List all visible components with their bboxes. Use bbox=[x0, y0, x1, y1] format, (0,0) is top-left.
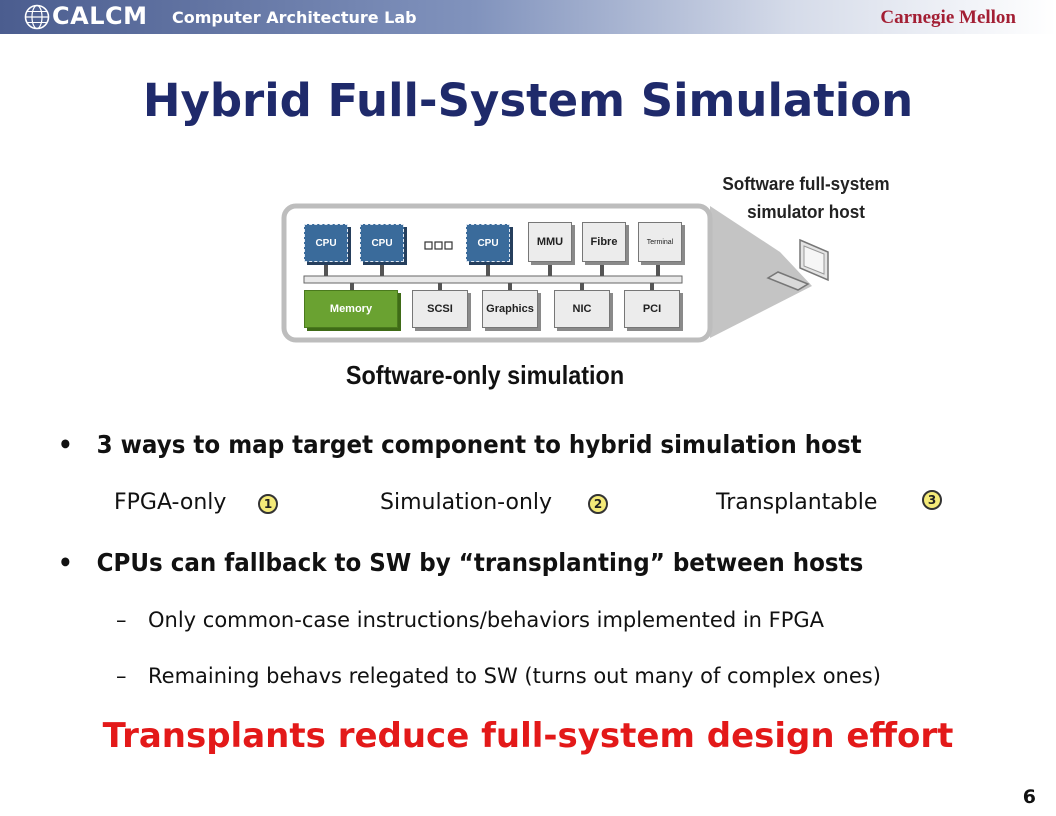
globe-icon bbox=[24, 4, 50, 30]
mode-fpga-only: FPGA-only bbox=[114, 490, 227, 515]
bullet-text: CPUs can fallback to SW by “transplantin… bbox=[96, 548, 864, 577]
bullet-text: 3 ways to map target component to hybrid… bbox=[96, 430, 862, 459]
lab-name: Computer Architecture Lab bbox=[172, 8, 417, 27]
university-logo: Carnegie Mellon bbox=[880, 7, 1016, 28]
nic-box: NIC bbox=[554, 290, 610, 328]
memory-box: Memory bbox=[304, 290, 398, 328]
diagram-caption: Software-only simulation bbox=[345, 360, 625, 390]
system-bus bbox=[303, 275, 683, 284]
sub-bullet-text: Remaining behavs relegated to SW (turns … bbox=[148, 664, 881, 688]
terminal-box: Terminal bbox=[638, 222, 682, 262]
top-connectors bbox=[324, 264, 660, 276]
graphics-box: Graphics bbox=[482, 290, 538, 328]
computer-icon bbox=[766, 238, 829, 291]
conclusion-text: Transplants reduce full-system design ef… bbox=[102, 716, 954, 756]
host-label: Software full-system simulator host bbox=[692, 170, 920, 226]
fibre-box: Fibre bbox=[582, 222, 626, 262]
host-label-line-1: Software full-system bbox=[722, 174, 890, 194]
software-simulation-diagram: CPU CPU CPU MMU Fibre Terminal Memory SC… bbox=[280, 162, 840, 394]
cpu-box-1: CPU bbox=[304, 224, 348, 262]
logo-text: CALCM bbox=[52, 2, 148, 30]
mode-transplantable: Transplantable bbox=[716, 490, 878, 515]
bullet-marker: • bbox=[58, 548, 73, 577]
ellipsis-icon bbox=[424, 241, 453, 250]
mode-simulation-only: Simulation-only bbox=[380, 490, 553, 515]
bottom-connectors bbox=[350, 283, 654, 290]
sub-bullet-text: Only common-case instructions/behaviors … bbox=[148, 608, 825, 632]
page-number: 6 bbox=[1022, 786, 1036, 808]
badge-3: 3 bbox=[922, 490, 942, 510]
sub-bullet-marker: – bbox=[116, 664, 127, 688]
projection-wedge bbox=[710, 206, 812, 338]
badge-1: 1 bbox=[258, 494, 278, 514]
host-label-line-2: simulator host bbox=[747, 202, 865, 222]
cpu-box-3: CPU bbox=[466, 224, 510, 262]
pci-box: PCI bbox=[624, 290, 680, 328]
header-bar: CALCM Computer Architecture Lab Carnegie… bbox=[0, 0, 1056, 34]
slide-title: Hybrid Full-System Simulation bbox=[142, 74, 914, 127]
bullet-marker: • bbox=[58, 430, 73, 459]
badge-2: 2 bbox=[588, 494, 608, 514]
cpu-box-2: CPU bbox=[360, 224, 404, 262]
scsi-box: SCSI bbox=[412, 290, 468, 328]
mmu-box: MMU bbox=[528, 222, 572, 262]
sub-bullet-marker: – bbox=[116, 608, 127, 632]
